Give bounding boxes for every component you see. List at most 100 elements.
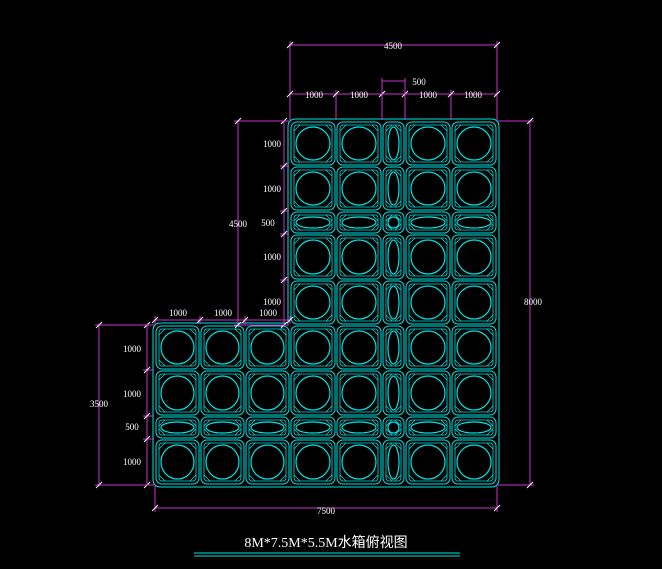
panel-brace xyxy=(486,124,494,132)
panel-brace xyxy=(440,223,448,231)
panel-brace xyxy=(408,359,416,367)
dim-upper-v-5: 1000 xyxy=(263,297,282,307)
tank-panel xyxy=(336,280,382,325)
panel-brace xyxy=(454,169,462,177)
panel-brace xyxy=(203,428,211,436)
panel-circle xyxy=(456,171,492,206)
panel-brace xyxy=(189,373,197,381)
tank-panel-inner xyxy=(385,419,402,436)
tank-panel-inner xyxy=(454,124,494,163)
panel-brace xyxy=(486,200,494,208)
panel-circle xyxy=(387,330,400,365)
tank-panel-inner xyxy=(454,214,494,231)
tank-panel-inner xyxy=(293,328,333,367)
panel-brace xyxy=(440,200,448,208)
dim-tick xyxy=(332,90,340,98)
panel-brace xyxy=(408,237,416,245)
dim-tick xyxy=(234,321,242,329)
panel-brace xyxy=(371,314,379,322)
tank-panel xyxy=(336,370,382,416)
panel-brace xyxy=(248,428,256,436)
tank-panel xyxy=(405,166,451,211)
tank-panel-inner xyxy=(248,419,287,436)
panel-brace xyxy=(394,223,402,231)
panel-circle xyxy=(250,444,285,480)
panel-circle xyxy=(160,444,195,480)
panel-brace xyxy=(371,155,379,163)
dimension-lines xyxy=(95,41,534,512)
panel-brace xyxy=(339,314,347,322)
panel-brace xyxy=(248,405,256,413)
panel-brace xyxy=(158,328,166,336)
tank-panel-inner xyxy=(158,442,197,482)
panel-brace xyxy=(394,419,402,427)
dim-top-2: 1000 xyxy=(350,90,369,100)
panel-circle xyxy=(205,421,240,434)
dim-tick xyxy=(234,117,242,125)
panel-brace xyxy=(234,359,242,367)
dim-tick xyxy=(151,504,159,512)
panel-brace xyxy=(339,269,347,277)
panel-circle xyxy=(295,444,331,480)
dim-lower-v-4: 1000 xyxy=(123,457,142,467)
panel-brace xyxy=(454,124,462,132)
panel-brace xyxy=(440,314,448,322)
panel-circle xyxy=(387,285,400,320)
panel-brace xyxy=(279,442,287,450)
tank-panel-inner xyxy=(339,214,379,231)
dim-lower-top-3: 1000 xyxy=(259,308,278,318)
panel-brace xyxy=(408,214,416,222)
panel-brace xyxy=(394,124,402,132)
panel-brace xyxy=(394,359,402,367)
tank-panel xyxy=(405,325,451,370)
panel-circle xyxy=(341,171,377,206)
panel-brace xyxy=(394,428,402,436)
tank-panel-inner xyxy=(454,169,494,208)
panel-brace xyxy=(454,359,462,367)
tank-panel xyxy=(155,439,200,485)
panel-circle xyxy=(295,375,331,411)
dim-tick xyxy=(526,117,534,125)
panel-brace xyxy=(339,419,347,427)
panel-brace xyxy=(293,442,301,450)
tank-panel-inner xyxy=(454,237,494,277)
panel-brace xyxy=(454,155,462,163)
panel-circle xyxy=(410,444,446,480)
tank-panel xyxy=(405,439,451,485)
panel-brace xyxy=(339,442,347,450)
panel-circle xyxy=(250,375,285,411)
panel-brace xyxy=(189,419,197,427)
tank-panel-inner xyxy=(339,124,379,163)
panel-brace xyxy=(440,405,448,413)
panel-brace xyxy=(189,328,197,336)
panel-brace xyxy=(408,269,416,277)
dim-tick xyxy=(493,41,501,49)
panel-brace xyxy=(440,428,448,436)
panel-brace xyxy=(158,405,166,413)
panel-brace xyxy=(158,419,166,427)
panel-brace xyxy=(371,214,379,222)
tank-panel-inner xyxy=(339,419,379,436)
tank-panel-inner xyxy=(293,214,333,231)
panel-brace xyxy=(189,405,197,413)
panel-brace xyxy=(385,214,393,222)
panel-brace xyxy=(486,155,494,163)
panel-brace xyxy=(454,405,462,413)
panel-brace xyxy=(454,214,462,222)
panel-brace xyxy=(385,237,393,245)
panel-brace xyxy=(293,314,301,322)
panel-brace xyxy=(486,428,494,436)
panel-brace xyxy=(339,474,347,482)
tank-panel-inner xyxy=(385,442,402,482)
panel-brace xyxy=(486,405,494,413)
panel-circle xyxy=(410,285,446,320)
panel-circle xyxy=(205,375,240,411)
panel-brace xyxy=(203,373,211,381)
panel-brace xyxy=(371,373,379,381)
panel-brace xyxy=(325,214,333,222)
tank-panel xyxy=(451,121,497,166)
panel-brace xyxy=(325,428,333,436)
dim-lower-v-2: 1000 xyxy=(123,389,142,399)
panel-circle xyxy=(410,216,446,229)
panel-brace xyxy=(454,328,462,336)
